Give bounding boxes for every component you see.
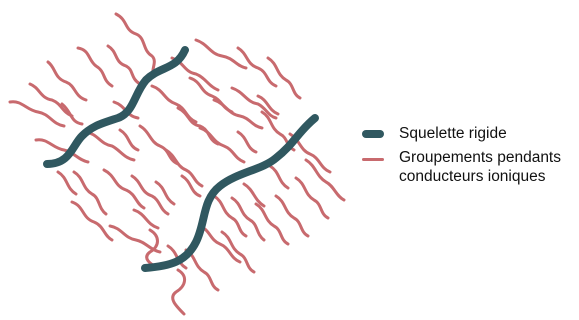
legend-item-pendant: Groupements pendants conducteurs ionique…: [362, 148, 577, 186]
pendant-chain: [232, 88, 276, 118]
rigid-backbone: [145, 118, 315, 268]
pendant-chain: [232, 198, 264, 240]
legend: Squelette rigide Groupements pendants co…: [362, 124, 577, 186]
pendant-chain: [132, 176, 168, 214]
pendant-chain: [306, 160, 344, 200]
pendant-chain: [10, 102, 64, 126]
pendant-chain: [214, 196, 246, 236]
pendant-chain: [108, 46, 140, 84]
pendant-chain: [147, 230, 158, 268]
pendant-chain: [140, 126, 178, 164]
pendant-chain: [222, 232, 254, 272]
pendant-chain: [276, 196, 308, 236]
pendant-chain: [200, 226, 240, 262]
legend-label-pendant: Groupements pendants conducteurs ionique…: [399, 149, 561, 185]
pendant-chain: [268, 58, 300, 98]
rigid-backbones: [47, 50, 315, 268]
pendant-chain: [134, 210, 158, 228]
pendant-chain: [244, 184, 264, 206]
pendant-chain: [120, 130, 138, 150]
pendant-chain: [104, 170, 144, 208]
pendant-chain: [270, 166, 288, 188]
pendant-swatch-icon: [362, 158, 384, 161]
pendant-chain: [238, 132, 256, 152]
legend-label-backbone: Squelette rigide: [399, 125, 507, 142]
pendant-chain: [78, 48, 112, 86]
legend-item-backbone: Squelette rigide: [362, 124, 577, 143]
pendant-chain: [72, 202, 112, 240]
pendant-chain: [58, 172, 76, 194]
pendant-chain: [62, 104, 82, 124]
pendant-chain: [116, 14, 154, 76]
pendant-chain: [173, 270, 185, 314]
pendant-chain: [296, 178, 328, 218]
pendant-chain: [166, 150, 202, 186]
backbone-swatch-icon: [362, 130, 384, 138]
pendant-chain: [182, 176, 200, 196]
pendant-chain: [196, 40, 246, 68]
pendant-chain: [48, 62, 86, 100]
